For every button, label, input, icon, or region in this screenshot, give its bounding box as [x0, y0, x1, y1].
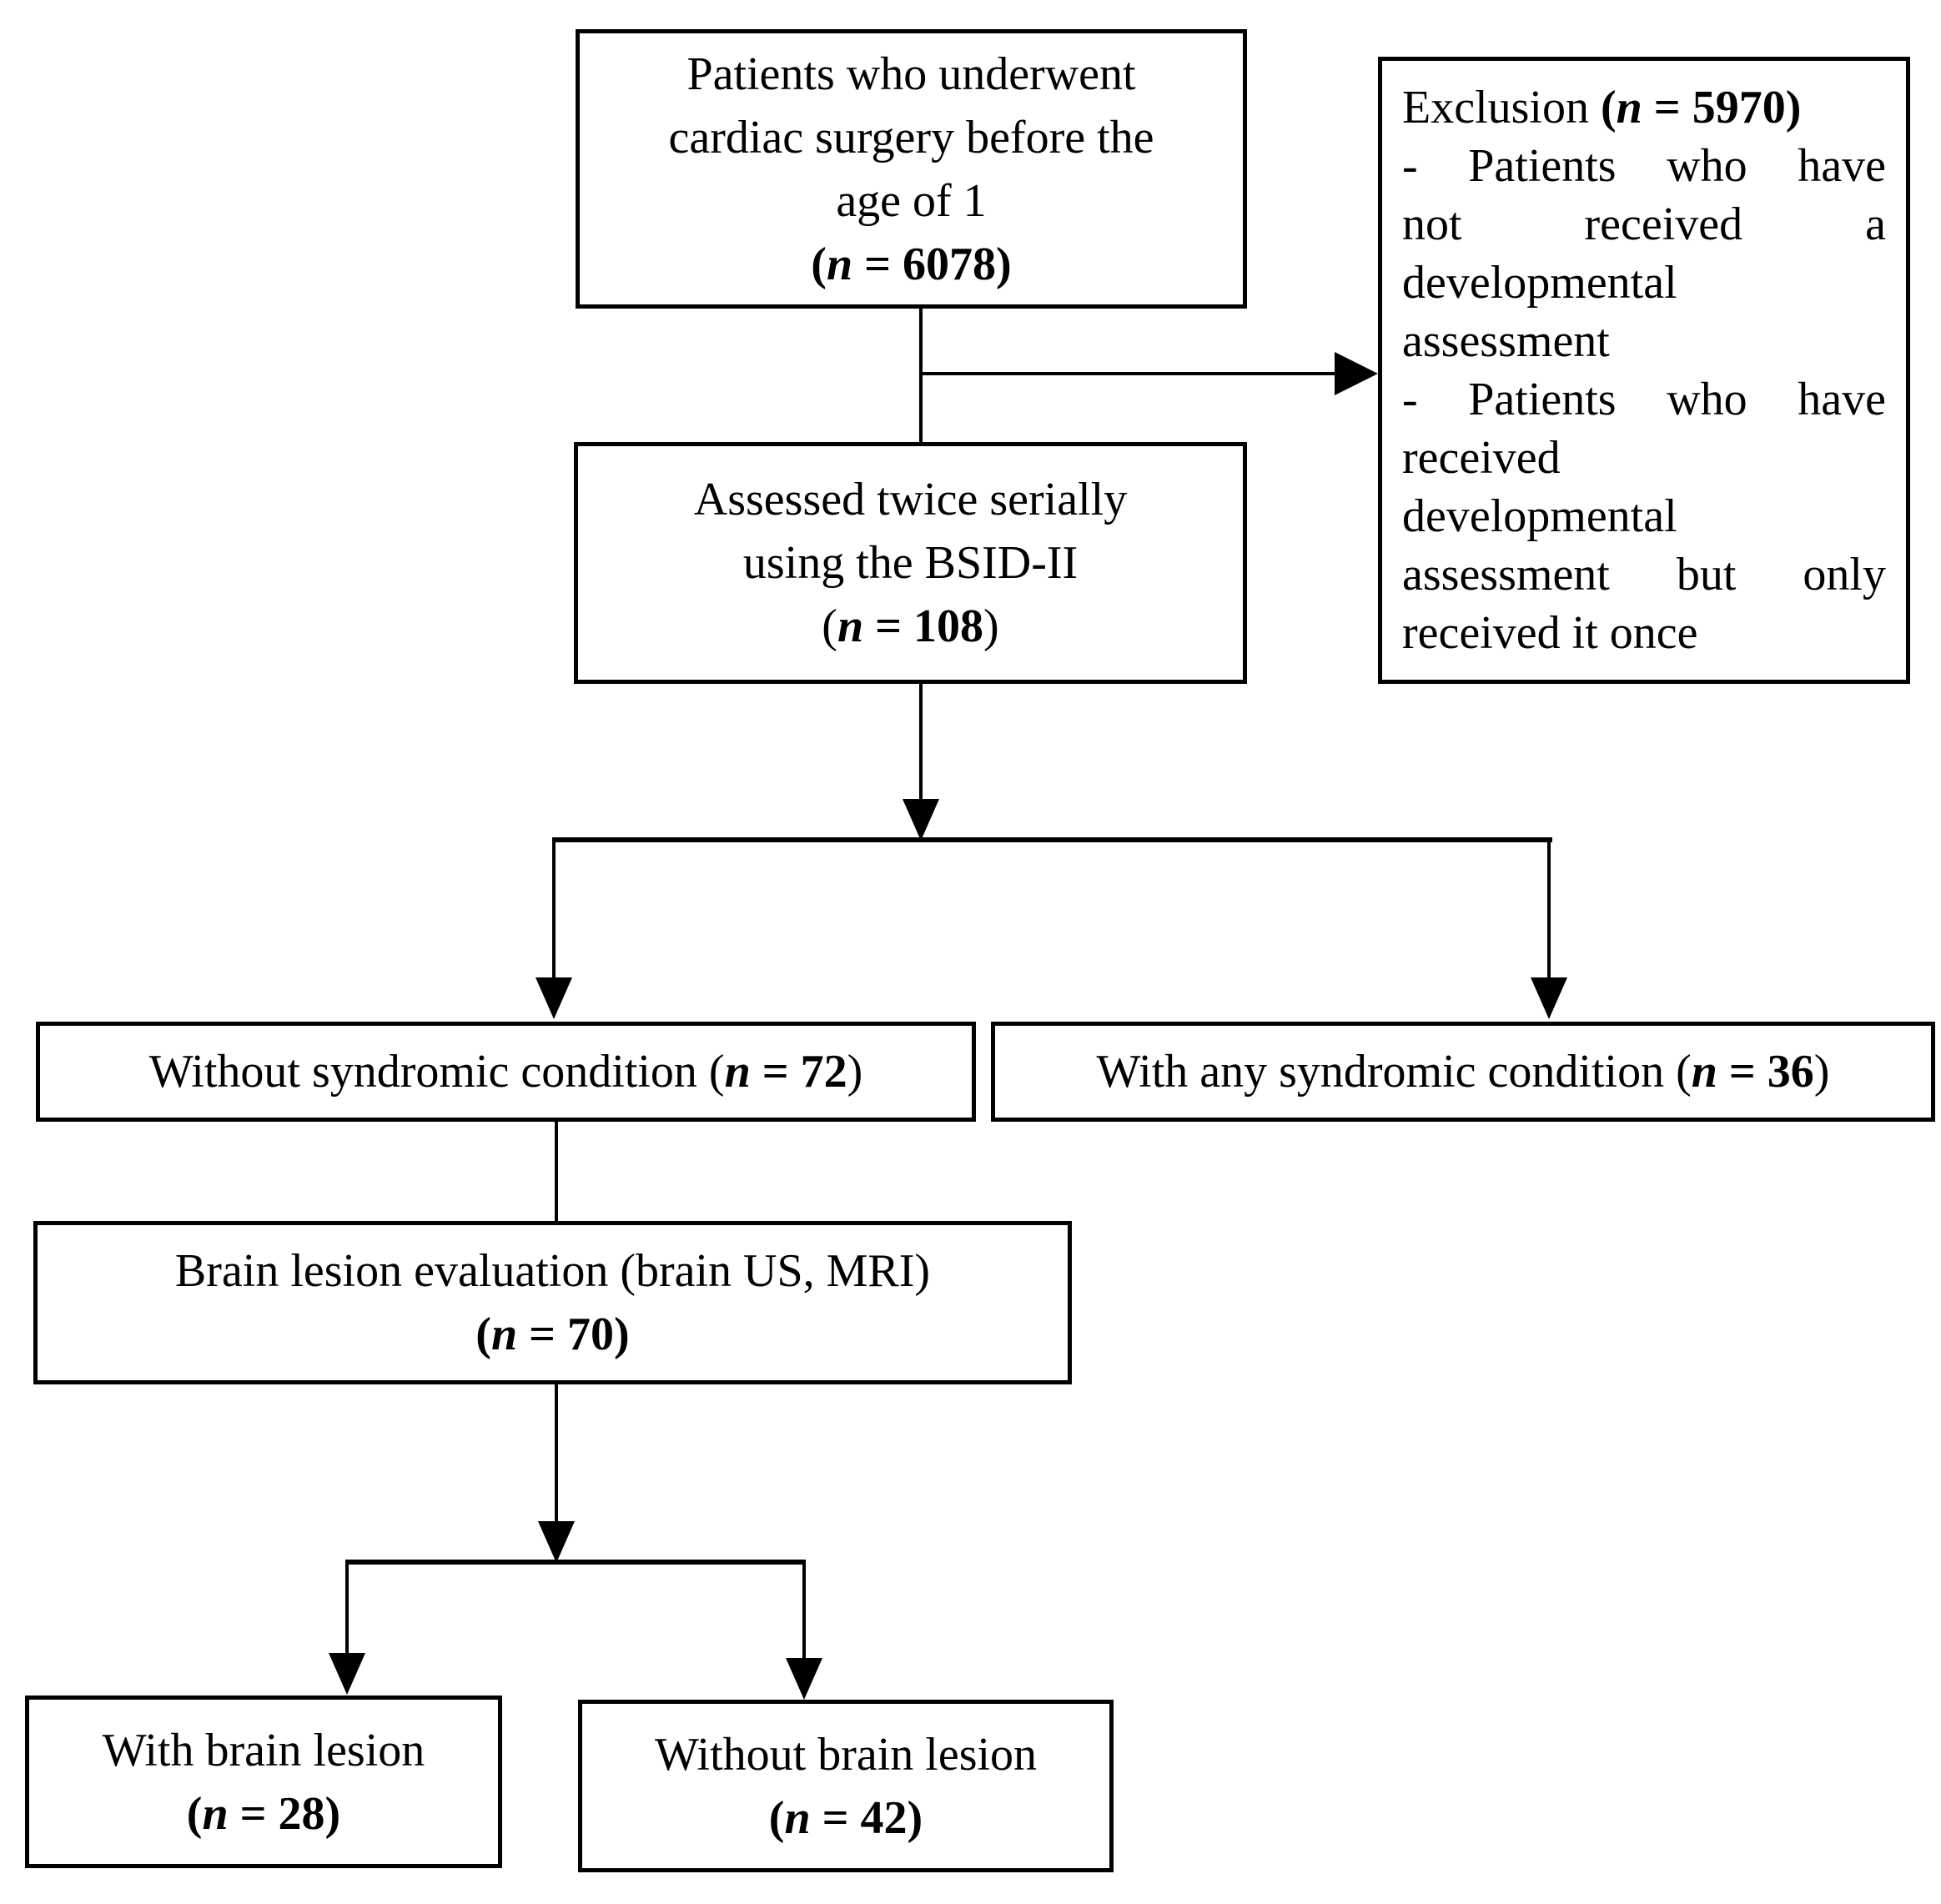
box-text: Patients who underwent	[686, 48, 1136, 100]
arrowhead-down-split2-icon	[538, 1521, 575, 1563]
exclusion-line: - Patients who have	[1402, 374, 1886, 425]
arrowhead-right-exclusion-icon	[1335, 352, 1378, 395]
connector-split-to-without-lesion	[802, 1560, 806, 1658]
box-text: age of 1	[836, 174, 987, 227]
connector-without-syndromic-to-brain-eval	[555, 1122, 558, 1222]
patient-count: (n = 42)	[768, 1791, 923, 1844]
box-eligible-patients: Patients who underwent cardiac surgery b…	[576, 29, 1247, 309]
arrowhead-down-with-syndromic-icon	[1531, 977, 1567, 1019]
connector-split-to-with-syndromic	[1547, 837, 1551, 977]
exclusion-line: developmental	[1402, 257, 1677, 309]
connector-assessed-to-split	[919, 684, 923, 799]
exclusion-line: not received a	[1402, 198, 1886, 250]
split-line-syndromic	[552, 837, 1552, 842]
split-line-brain-lesion	[345, 1560, 806, 1565]
exclusion-title: Exclusion (n = 5970)	[1402, 82, 1802, 133]
box-exclusion: Exclusion (n = 5970) - Patients who have…	[1378, 57, 1910, 684]
box-assessed-twice: Assessed twice serially using the BSID-I…	[574, 442, 1247, 684]
connector-split-to-without-syndromic	[552, 837, 556, 977]
box-text: Without syndromic condition (n = 72)	[148, 1046, 863, 1098]
exclusion-line: - Patients who have	[1402, 140, 1886, 192]
box-text: cardiac surgery before the	[668, 111, 1154, 163]
arrowhead-down-split-icon	[903, 799, 939, 841]
box-text: With brain lesion	[102, 1724, 425, 1776]
patient-count: (n = 6078)	[811, 238, 1012, 290]
exclusion-line: assessment	[1402, 315, 1610, 367]
connector-brain-eval-to-split	[555, 1384, 558, 1521]
connector-top-to-assessed	[919, 309, 923, 444]
box-with-brain-lesion: With brain lesion (n = 28)	[25, 1696, 502, 1868]
arrowhead-down-without-lesion-icon	[786, 1658, 822, 1700]
box-text: Assessed twice serially	[693, 474, 1128, 525]
box-brain-lesion-evaluation: Brain lesion evaluation (brain US, MRI) …	[33, 1221, 1072, 1384]
exclusion-line: developmental	[1402, 490, 1677, 542]
box-text: With any syndromic condition (n = 36)	[1096, 1046, 1830, 1098]
patient-count: (n = 28)	[186, 1787, 341, 1840]
connector-to-exclusion	[921, 372, 1336, 375]
box-text: using the BSID-II	[742, 537, 1079, 589]
box-without-syndromic: Without syndromic condition (n = 72)	[36, 1022, 976, 1122]
exclusion-line: received	[1402, 432, 1561, 484]
arrowhead-down-with-lesion-icon	[329, 1653, 365, 1695]
patient-count: (n = 108)	[822, 600, 999, 652]
patient-count: (n = 70)	[475, 1309, 630, 1360]
box-without-brain-lesion: Without brain lesion (n = 42)	[578, 1700, 1114, 1872]
box-text: Brain lesion evaluation (brain US, MRI)	[174, 1245, 931, 1297]
exclusion-line: received it once	[1402, 607, 1698, 659]
arrowhead-down-without-syndromic-icon	[536, 977, 572, 1019]
box-with-syndromic: With any syndromic condition (n = 36)	[991, 1022, 1935, 1122]
box-text: Without brain lesion	[654, 1728, 1038, 1781]
connector-split-to-with-lesion	[345, 1560, 349, 1653]
exclusion-line: assessment but only	[1402, 549, 1886, 600]
